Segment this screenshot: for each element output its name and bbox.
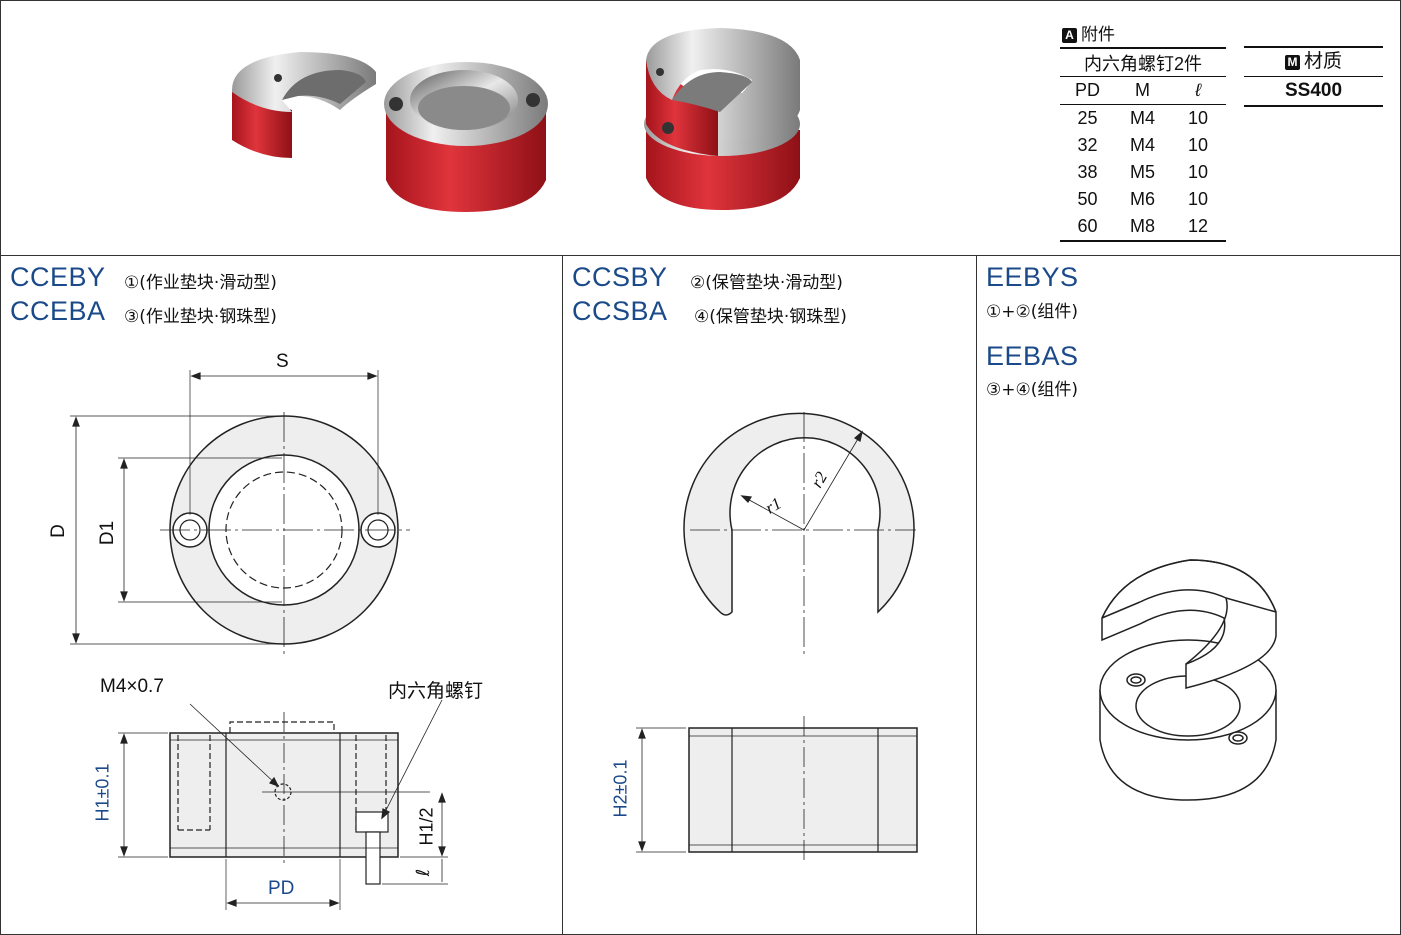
panel3-title-2: EEBAS [986, 341, 1079, 371]
divider-horizontal [0, 255, 1401, 256]
col-header-l: ℓ [1170, 76, 1226, 105]
dim-h2: H2±0.1 [610, 759, 631, 818]
accessory-badge: A [1062, 28, 1077, 43]
panel1-title-2: CCEBA [10, 296, 106, 326]
cell: 38 [1077, 162, 1098, 182]
dim-d1: D1 [97, 520, 119, 546]
material-label: 材质 [1303, 51, 1342, 72]
panel2-c-view [683, 412, 916, 656]
cell: 12 [1170, 213, 1226, 242]
table-row: 50 M6 10 [1060, 186, 1226, 213]
panel2-side-view [636, 716, 918, 862]
cell: M5 [1129, 162, 1155, 182]
dim-s: S [276, 351, 289, 372]
o-ring-photo [384, 62, 548, 212]
cell: 25 [1077, 108, 1098, 128]
dim-thread: M4×0.7 [100, 676, 164, 697]
assembly-photo [644, 28, 800, 210]
panel2-title-2: CCSBA [572, 296, 668, 326]
cell: 10 [1187, 135, 1209, 155]
cell: 10 [1187, 189, 1209, 209]
table-row: 25 M4 10 [1060, 105, 1226, 133]
table-row: 38 M5 10 [1060, 159, 1226, 186]
panel3-sub-2: ③+④(组件) [986, 380, 1078, 400]
table-row: 32 M4 10 [1060, 132, 1226, 159]
panel1-sub-2: ③(作业垫块·钢珠型) [124, 307, 277, 327]
accessory-label: A 附件 [1062, 20, 1115, 45]
divider-vertical-1 [562, 255, 563, 935]
material-badge: M [1284, 55, 1300, 70]
accessory-text: 附件 [1081, 25, 1115, 45]
dim-pd: PD [268, 878, 295, 899]
dim-screw-label: 内六角螺钉 [388, 680, 484, 702]
panel1-side-view [118, 699, 448, 910]
cell: 32 [1077, 135, 1098, 155]
col-header-m: M [1115, 76, 1170, 105]
panel1-sub-1: ①(作业垫块·滑动型) [124, 273, 277, 293]
c-ring-photo [232, 52, 376, 158]
cell: M4 [1129, 135, 1155, 155]
panel3-title-1: EEBYS [986, 262, 1079, 292]
col-header-pd: PD [1060, 76, 1115, 105]
panel2-sub-1: ②(保管垫块·滑动型) [690, 273, 843, 293]
dim-h1: H1±0.1 [92, 763, 113, 822]
cell: M4 [1129, 108, 1155, 128]
dim-d: D [47, 524, 69, 538]
cell: 10 [1187, 108, 1209, 128]
panel3-sub-1: ①+②(组件) [986, 302, 1078, 322]
panel2-title-1: CCSBY [572, 262, 668, 292]
divider-vertical-2 [976, 255, 977, 935]
panel2-sub-2: ④(保管垫块·钢珠型) [694, 307, 847, 327]
cell: 60 [1060, 213, 1115, 242]
material-value: SS400 [1244, 77, 1383, 107]
panel1-top-view [70, 370, 410, 656]
cell: M6 [1129, 189, 1155, 209]
cell: M8 [1115, 213, 1170, 242]
panel3-assembly-view [1099, 559, 1277, 801]
cell: 10 [1187, 162, 1209, 182]
cell: 50 [1077, 189, 1098, 209]
panel1-title-1: CCEBY [10, 262, 106, 292]
dim-h1-half: H1/2 [416, 807, 437, 846]
screw-table-title: 内六角螺钉2件 [1060, 47, 1226, 77]
dim-l: ℓ [413, 868, 435, 877]
